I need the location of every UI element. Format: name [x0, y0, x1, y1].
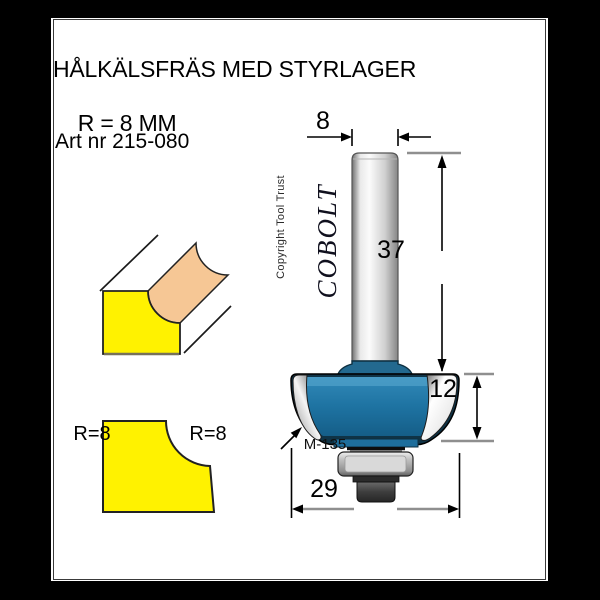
cove-cut-surface: [147, 241, 230, 324]
shank: [351, 152, 399, 362]
bearing-label: M-135: [303, 436, 347, 453]
dimension-cutter-diameter: [290, 448, 461, 518]
page-title: HÅLKÄLSFRÄS MED STYRLAGER R = 8 MM: [53, 56, 416, 137]
title-line2: R = 8 MM: [77, 110, 177, 136]
paper-frame: [53, 19, 546, 580]
dim-label-cutter-diameter: 29: [310, 475, 338, 503]
router-bit-drawing: [290, 152, 460, 503]
profile-radius-label: R=8: [73, 423, 111, 445]
washer-bottom: [352, 475, 400, 483]
dimension-shank-length: [407, 151, 461, 372]
dim-label-cutter-height: 12: [429, 375, 457, 403]
dim-label-shank-diameter: 8: [316, 107, 330, 135]
screw: [356, 481, 396, 503]
copyright-text: Copyright Tool Trust: [275, 175, 287, 279]
cutter-body: [296, 377, 454, 436]
bearing-face: [344, 455, 407, 473]
washer-top-edge: [350, 450, 402, 453]
radius-pointer-label: R=8: [189, 423, 227, 445]
dimension-cutter-height: [441, 372, 494, 443]
title-line1: HÅLKÄLSFRÄS MED STYRLAGER: [53, 56, 417, 82]
dim-label-shank-length: 37: [377, 236, 405, 264]
board-front-face: [102, 290, 181, 355]
profile-shape: [102, 420, 216, 513]
right-flute-face: [420, 374, 458, 441]
dimension-shank-diameter: [307, 129, 431, 146]
radius-pointer-arrow: [280, 427, 302, 450]
brand-text: COBOLT: [312, 183, 342, 299]
board-top-edge-line: [99, 234, 159, 292]
cutter-highlight: [301, 377, 451, 386]
washer-top: [347, 447, 405, 451]
left-flute-face: [292, 374, 322, 441]
cove-profile-illustration: [102, 420, 216, 513]
collar: [336, 360, 414, 375]
board-bottom-edge-line: [183, 305, 232, 354]
article-number: Art nr 215-080: [55, 130, 190, 153]
cove-3d-illustration: [99, 234, 232, 356]
